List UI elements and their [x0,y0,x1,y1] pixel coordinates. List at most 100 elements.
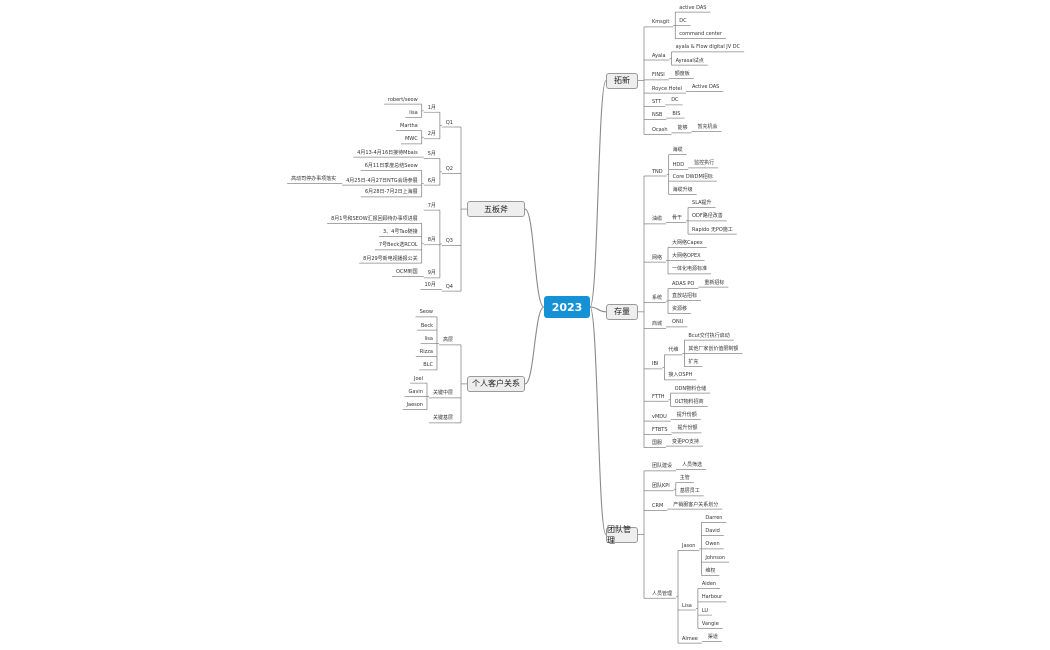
right-branch-3-node-3-1[interactable]: 产销服客户关系划分 [673,501,719,508]
left-branch-1-node-3-2-2[interactable]: 3、4号Tao随接 [382,229,418,236]
right-branch-2-node-1-4[interactable]: 海缆升级 [672,186,693,193]
right-branch-2-node-2-1-1[interactable]: SLA提升 [692,200,712,207]
left-branch-1-node-3[interactable]: Q3 [445,238,453,244]
right-branch-1-node-7-1[interactable]: 能够 [677,125,688,132]
right-branch-2-node-4[interactable]: 系统 [652,295,663,302]
right-branch-2-node-2[interactable]: 油缆 [652,216,663,223]
left-branch-1-node-2-2[interactable]: 6月 [427,177,436,184]
right-branch-2-node-8[interactable]: vMDU [652,413,667,420]
left-branch-1-node-1-1-1[interactable]: robert/seow [387,96,418,103]
left-branch-1-node-3-3-1[interactable]: OCM到国 [395,268,418,275]
right-branch-2-node-4-3[interactable]: 资源移 [672,306,688,313]
right-branch-1-topic[interactable]: 拓新 [606,72,638,89]
central-topic[interactable]: 2023 [544,296,590,318]
right-branch-3-node-4-1-5[interactable]: 维权 [705,567,716,574]
right-branch-2-node-3-3[interactable]: 一体化电源标准 [672,266,708,273]
right-branch-3-node-4-1[interactable]: Jason [682,542,696,549]
left-branch-1-node-2-1-1[interactable]: 4月13-4月16日接待Mbais [357,149,418,156]
right-branch-3-node-4-1-2[interactable]: David [705,528,720,535]
right-branch-1-node-5-1[interactable]: DC [671,97,679,104]
left-branch-2-node-1-1[interactable]: Seow [419,309,433,316]
right-branch-2-node-1-3[interactable]: Core DWDM招标 [672,173,713,180]
right-branch-2-node-2-1[interactable]: 骨干 [672,214,683,221]
left-branch-1-node-1-1-2[interactable]: lisa [409,109,418,116]
left-branch-2-node-3[interactable]: 关键基层 [432,415,453,422]
right-branch-3-node-1-1[interactable]: 人员筛选 [682,461,703,468]
right-branch-2-node-6-1[interactable]: 代维 [668,347,679,354]
right-branch-1-node-2-2[interactable]: Ayrasal试点 [675,57,704,64]
right-branch-2-node-9-1[interactable]: 提升份额 [677,425,698,432]
right-branch-1-node-1[interactable]: Kmsgit [652,19,670,26]
right-branch-1-node-7-1-1[interactable]: 暂充机会 [697,123,718,130]
right-branch-2-node-4-1-1[interactable]: 重新招标 [704,279,725,286]
right-branch-3-node-4-2-1[interactable]: Aiden [701,581,717,588]
right-branch-2-topic[interactable]: 存量 [606,303,638,320]
right-branch-2-node-3-1[interactable]: 大网络Capex [672,239,703,246]
right-branch-2-node-5-1[interactable]: ONU [672,319,684,326]
right-branch-2-node-1[interactable]: TND [652,168,663,175]
right-branch-3-node-4-2-4[interactable]: Vangie [701,620,719,627]
right-branch-1-node-2[interactable]: Ayala [652,52,666,59]
right-branch-1-node-3[interactable]: FINSI [652,72,665,79]
right-branch-3-node-4[interactable]: 人员管理 [652,590,673,597]
left-branch-1-node-3-3[interactable]: 9月 [427,270,436,277]
right-branch-1-node-3-1[interactable]: 额度板 [674,70,690,77]
right-branch-1-node-4[interactable]: Royce Hotel [652,85,682,92]
left-branch-2-node-1-5[interactable]: BLC [423,362,433,369]
left-branch-1-node-1-2-1[interactable]: Martha [400,123,418,130]
right-branch-2-node-6-1-2[interactable]: 其他厂家创价值限制额 [688,345,739,352]
left-branch-1-node-3-1[interactable]: 7月 [427,202,436,209]
right-branch-1-node-1-1[interactable]: active DAS [679,4,707,11]
right-branch-2-node-7[interactable]: FTTH [652,393,665,400]
right-branch-1-node-6[interactable]: NSB [652,112,663,119]
left-branch-2-node-1[interactable]: 高层 [442,337,453,344]
left-branch-1-topic[interactable]: 五板斧 [467,201,525,218]
right-branch-3-topic[interactable]: 团队管理 [606,525,638,545]
right-branch-3-node-4-1-1[interactable]: Darren [705,514,723,521]
left-branch-1-node-2-1[interactable]: 5月 [427,151,436,158]
left-branch-1-node-4[interactable]: Q4 [445,283,453,290]
right-branch-2-node-6-1-1[interactable]: Bcut交付执行启动 [688,332,730,339]
right-branch-2-node-7-1[interactable]: ODN物料仓储 [674,385,707,392]
right-branch-3-node-2-2[interactable]: 基层员工 [679,488,700,495]
right-branch-2-node-3[interactable]: 网络 [652,254,663,261]
left-branch-2-node-2[interactable]: 关键中层 [432,390,453,397]
right-branch-1-node-4-1[interactable]: Active DAS [691,84,720,91]
left-branch-2-node-1-3[interactable]: lisa [424,335,433,342]
right-branch-2-node-1-2-1[interactable]: 监控执行 [694,160,715,167]
right-branch-2-node-2-1-2[interactable]: ODF路径改善 [692,213,723,220]
right-branch-2-node-7-2[interactable]: OLT物料招商 [674,398,704,405]
right-branch-2-node-10[interactable]: 国服 [652,440,663,447]
left-branch-1-node-1-1[interactable]: 1月 [427,104,436,111]
right-branch-1-node-6-1[interactable]: BIS [672,110,681,117]
right-branch-1-node-2-1[interactable]: ayala & Flow digital JV DC [675,44,741,51]
left-branch-1-node-1-2-2[interactable]: MWC [404,136,418,143]
right-branch-2-node-6[interactable]: IBI [652,361,659,368]
right-branch-2-node-3-2[interactable]: 大网络OPEX [672,253,701,260]
right-branch-2-node-5[interactable]: 商城 [652,320,663,327]
right-branch-3-node-4-1-3[interactable]: Owen [705,541,720,548]
right-branch-3-node-4-3[interactable]: Aimee [682,635,698,642]
right-branch-2-node-4-1[interactable]: ADAS PO [672,281,695,288]
left-branch-2-node-2-3[interactable]: Jaeson [406,402,423,409]
right-branch-1-node-7[interactable]: Ocash [652,126,668,133]
left-branch-1-node-3-2-4[interactable]: 8月29号新电视播报公关 [363,255,418,262]
right-branch-1-node-1-2[interactable]: DC [679,17,687,24]
right-branch-2-node-8-1[interactable]: 提升份额 [676,412,697,419]
left-branch-1-node-3-2[interactable]: 8月 [427,237,436,244]
left-branch-1-node-3-2-1[interactable]: 8月1号和SEOW汇报回顾待办事项进展 [331,215,418,222]
right-branch-3-node-4-1-4[interactable]: Johnson [705,554,726,561]
left-branch-1-node-2-2-2-1[interactable]: 高动司停办事项落实 [291,176,337,183]
right-branch-3-node-3[interactable]: CRM [652,503,664,510]
left-branch-1-node-1[interactable]: Q1 [445,119,453,126]
right-branch-3-node-4-2[interactable]: Lisa [682,602,692,609]
left-branch-2-node-1-4[interactable]: Rizza [419,349,433,356]
left-branch-1-node-4-1[interactable]: 10月 [424,282,436,289]
left-branch-2-node-1-2[interactable]: Beck [420,322,433,329]
right-branch-3-node-2[interactable]: 团队KPI [652,483,670,490]
left-branch-1-node-2-2-1[interactable]: 6月11日季度总结Seow [364,162,418,169]
left-branch-2-node-2-1[interactable]: Joel [413,375,423,382]
right-branch-3-node-1[interactable]: 团队建设 [652,463,673,470]
right-branch-2-node-1-2[interactable]: HDD [672,161,685,168]
right-branch-3-node-4-3-1[interactable]: 渠道 [707,634,718,641]
